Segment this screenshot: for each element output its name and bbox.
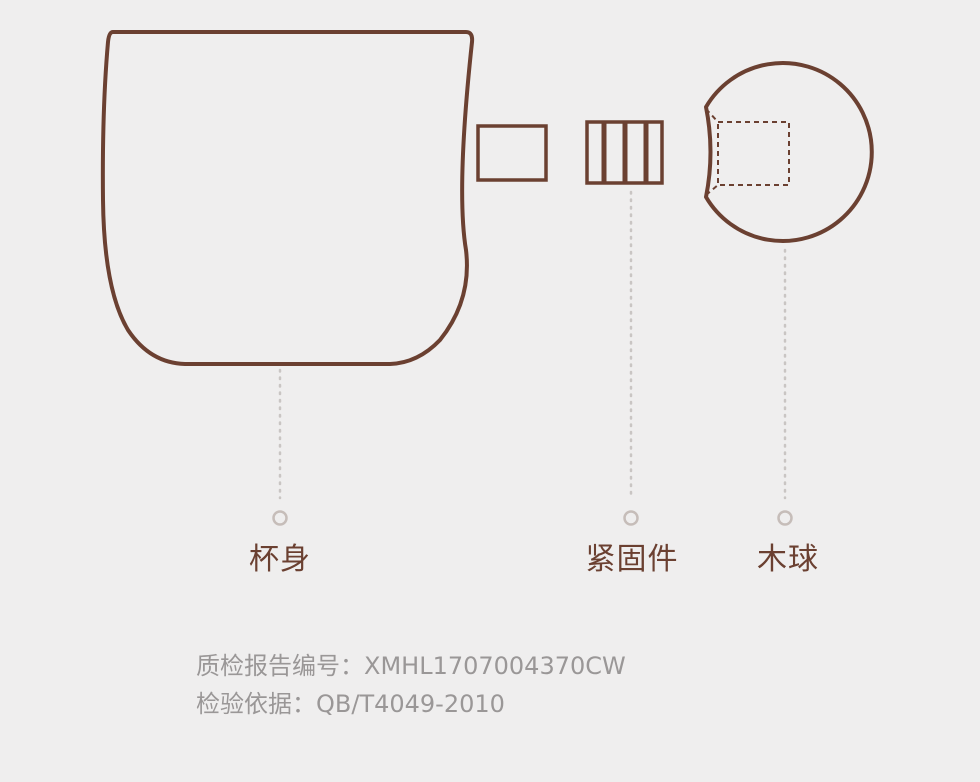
body-marker — [272, 510, 288, 526]
ball-marker — [777, 510, 793, 526]
ball-label: 木球 — [757, 542, 819, 577]
report-number-label: 质检报告编号： — [196, 652, 364, 680]
wooden-ball-outline — [704, 61, 874, 243]
inspection-standard-line: 检验依据：QB/T4049-2010 — [196, 684, 505, 719]
ball-hole-dashed — [705, 108, 790, 196]
fastener-marker — [623, 510, 639, 526]
body-label: 杯身 — [249, 542, 311, 577]
report-number-line: 质检报告编号：XMHL1707004370CW — [196, 646, 626, 681]
fastener-shape — [585, 120, 664, 185]
report-number-value: XMHL1707004370CW — [364, 652, 626, 680]
handle-stub — [476, 124, 548, 182]
inspection-standard-label: 检验依据： — [196, 690, 316, 718]
cup-body-outline — [100, 30, 475, 366]
fastener-label: 紧固件 — [585, 542, 679, 577]
inspection-standard-value: QB/T4049-2010 — [316, 690, 505, 718]
